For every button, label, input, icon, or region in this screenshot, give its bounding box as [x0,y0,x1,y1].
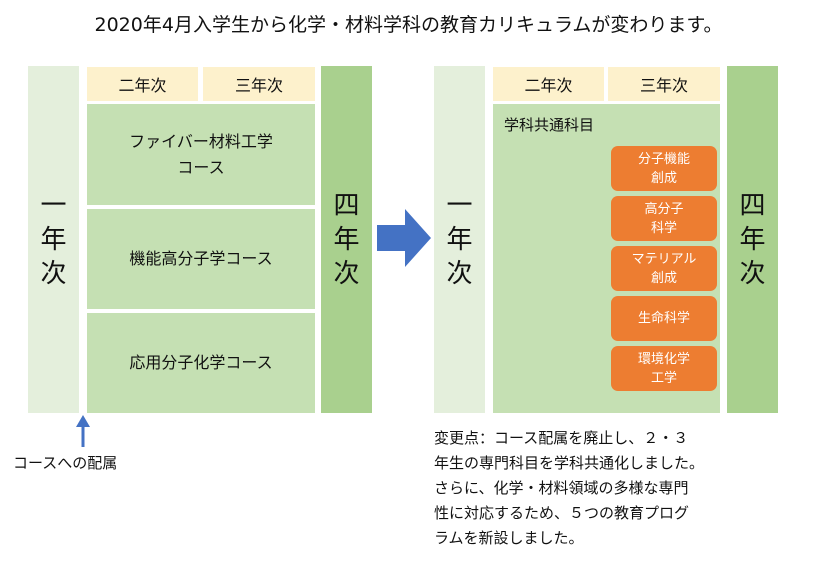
program-environmental-chemistry: 環境化学 工学 [611,346,717,391]
program-label: 環境化学 [637,351,690,367]
after-year1-char: 次 [446,258,473,289]
program-label: 生命科学 [637,311,690,326]
after-common-subjects-label: 学科共通科目 [504,116,595,134]
before-course-functional-polymer: 機能高分子学コース [87,209,315,309]
program-label: 工学 [650,370,677,386]
before-year4-char: 次 [333,258,360,289]
assign-up-arrow-icon [76,415,90,447]
assign-label: コースへの配属 [13,454,118,472]
program-life-science: 生命科学 [611,296,717,341]
page-title: 2020年4月入学生から化学・材料学科の教育カリキュラムが変わります。 [94,14,723,36]
program-molecular-function: 分子機能 創成 [611,146,717,191]
before-header-year2: 二年次 [87,67,198,101]
after-year1-char: 年 [446,224,473,255]
program-material-creation: マテリアル 創成 [611,246,717,291]
program-label: 科学 [650,220,677,236]
course-label: 応用分子化学コース [129,353,273,372]
after-year4-char: 四 [739,190,766,221]
note-line: さらに、化学・材料領域の多様な専門 [434,479,689,497]
before-year4-char: 年 [333,224,360,255]
note-line: 変更点：コース配属を廃止し、２・３ [434,429,689,447]
after-header-year2: 二年次 [493,67,604,101]
before-year1-char: 一 [40,190,67,221]
before-year4-column: 四 年 次 [321,66,372,413]
after-year4-column: 四 年 次 [727,66,778,413]
before-course-applied-molecular: 応用分子化学コース [87,313,315,413]
after-header-year3: 三年次 [608,67,720,101]
course-label: ファイバー材料工学 [129,131,273,151]
program-polymer-science: 高分子 科学 [611,196,717,241]
after-year1-char: 一 [446,190,473,221]
program-label: 創成 [650,170,677,186]
change-note: 変更点：コース配属を廃止し、２・３ 年生の専門科目を学科共通化しました。 さらに… [434,426,814,551]
after-year4-char: 年 [739,224,766,255]
note-line: 年生の専門科目を学科共通化しました。 [434,454,705,472]
before-header-year3: 三年次 [203,67,315,101]
program-label: マテリアル [631,251,697,267]
course-label: コース [177,157,225,177]
transition-arrow-icon [377,209,431,267]
before-year1-char: 次 [40,258,67,289]
program-label: 分子機能 [637,151,690,167]
course-label: 機能高分子学コース [129,249,273,268]
program-label: 高分子 [644,201,684,217]
before-year4-char: 四 [333,190,360,221]
after-year4-char: 次 [739,258,766,289]
before-year1-column: 一 年 次 [28,66,79,413]
program-label: 創成 [650,270,677,286]
note-line: 性に対応するため、５つの教育プログ [434,504,690,522]
after-year1-column: 一 年 次 [434,66,485,413]
before-year1-char: 年 [40,224,67,255]
note-line: ラムを新設しました。 [434,529,584,547]
before-course-fiber: ファイバー材料工学 コース [87,104,315,205]
